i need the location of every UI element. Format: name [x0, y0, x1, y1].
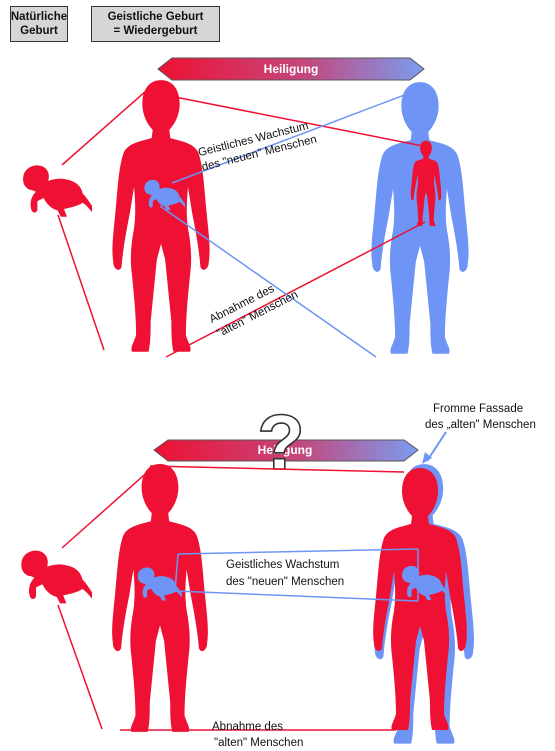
connector-lines-bottom — [58, 466, 418, 730]
facade-label-line1: Fromme Fassade — [433, 403, 523, 415]
baby-natural-top — [23, 165, 92, 216]
bottom-section: Heiligung ? Fromme Fassade des „alten" M… — [21, 398, 536, 749]
decline-label-bottom-line2: "alten" Menschen — [214, 737, 303, 749]
growth-label-top: Geistliches Wachstum des "neuen" Mensche… — [197, 119, 318, 174]
facade-label-line2: des „alten" Menschen — [425, 419, 536, 431]
old-man-figure-bottom — [112, 464, 208, 732]
decline-label-top: Abnahme des "alten" Menschen — [208, 275, 300, 341]
baby-natural-bottom — [21, 551, 92, 604]
growth-label-bottom-line2: des "neuen" Menschen — [226, 576, 344, 588]
facade-pointer-arrowhead — [422, 452, 432, 464]
sanctification-label-top: Heiligung — [264, 62, 319, 76]
question-mark-icon: ? — [257, 398, 305, 486]
decline-label-bottom-line1: Abnahme des — [212, 721, 283, 733]
old-man-figure-top — [112, 80, 209, 352]
growth-label-bottom-line1: Geistliches Wachstum — [226, 559, 339, 571]
top-section: Heiligung Geistliches Wachstum des "neue… — [23, 58, 469, 357]
